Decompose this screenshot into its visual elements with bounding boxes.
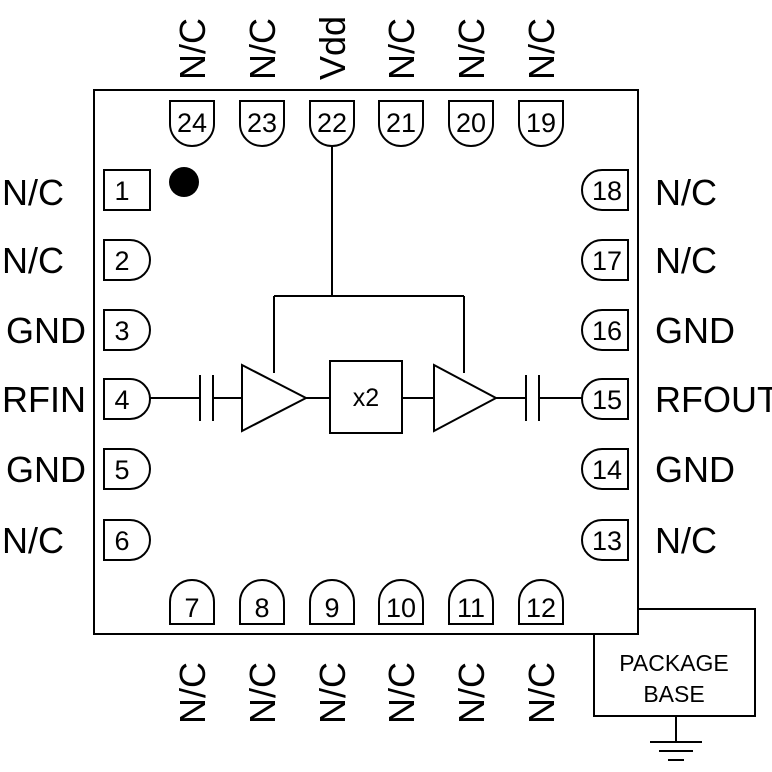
output-capacitor: [525, 375, 540, 421]
pad-5: [103, 448, 151, 490]
pin-label-5: GND: [6, 449, 86, 490]
pin-label-22: Vdd: [312, 16, 353, 80]
pad-8: [239, 579, 285, 625]
pad-18: [581, 169, 629, 211]
input-capacitor: [199, 375, 214, 421]
pin-label-8: N/C: [242, 662, 283, 724]
pin-number-24: 24: [177, 108, 207, 138]
package-base-label-line1: PACKAGE: [619, 650, 729, 676]
pin-number-8: 8: [254, 593, 269, 623]
pad-10: [378, 579, 424, 625]
output-amplifier-triangle: [433, 363, 499, 433]
pin-label-10: N/C: [381, 662, 422, 724]
pin-number-4: 4: [114, 385, 129, 415]
pin-label-17: N/C: [655, 240, 717, 281]
pad-2: [103, 239, 151, 281]
pin-number-18: 18: [592, 176, 622, 206]
pin1-marker-dot: [169, 167, 199, 197]
pin-label-18: N/C: [655, 172, 717, 213]
vdd-bias-line: [273, 146, 465, 373]
pad-20: [448, 100, 494, 147]
pin-number-5: 5: [114, 455, 129, 485]
pin-label-16: GND: [655, 310, 735, 351]
pin-label-15: RFOUT: [655, 379, 772, 420]
pin-label-19: N/C: [521, 18, 562, 80]
pin-number-2: 2: [114, 246, 129, 276]
pad-15: [581, 378, 629, 420]
package-base-box: [593, 608, 756, 717]
pin-label-23: N/C: [242, 18, 283, 80]
pin-number-16: 16: [592, 316, 622, 346]
pin-label-3: GND: [6, 310, 86, 351]
pad-12: [518, 579, 564, 625]
pin-label-20: N/C: [451, 18, 492, 80]
pad-7: [169, 579, 215, 625]
pin-label-11: N/C: [451, 662, 492, 724]
pad-3: [103, 309, 151, 351]
input-amplifier-triangle: [241, 363, 309, 433]
pin-label-13: N/C: [655, 520, 717, 561]
pad-17: [581, 239, 629, 281]
pin-label-9: N/C: [312, 662, 353, 724]
pin-label-12: N/C: [521, 662, 562, 724]
pin-number-9: 9: [324, 593, 339, 623]
pin-label-6: N/C: [2, 520, 64, 561]
pin-number-11: 11: [457, 593, 485, 623]
pad-4: [103, 378, 151, 420]
pin-number-12: 12: [526, 593, 556, 623]
ground-symbol-icon: [650, 741, 702, 761]
pin-number-22: 22: [317, 108, 347, 138]
pad-6: [103, 519, 151, 561]
pad-16: [581, 309, 629, 351]
pin-label-2: N/C: [2, 240, 64, 281]
pin-label-14: GND: [655, 449, 735, 490]
pad-1: [103, 169, 151, 211]
pad-9: [309, 579, 355, 625]
pin-label-24: N/C: [172, 18, 213, 80]
pin-number-14: 14: [592, 455, 622, 485]
pad-14: [581, 448, 629, 490]
pin-label-4: RFIN: [2, 379, 86, 420]
pin-number-13: 13: [592, 526, 622, 556]
pin-number-17: 17: [592, 246, 622, 276]
pad-11: [448, 579, 494, 625]
multiplier-label: x2: [353, 384, 379, 412]
pin-number-7: 7: [184, 593, 199, 623]
pin-label-1: N/C: [2, 172, 64, 213]
pin-number-21: 21: [386, 108, 416, 138]
pad-23: [239, 100, 285, 147]
pad-22: [309, 100, 355, 147]
pad-21: [378, 100, 424, 147]
pad-24: [169, 100, 215, 147]
pin-number-19: 19: [526, 108, 556, 138]
pin-number-15: 15: [592, 385, 622, 415]
package-outline: [93, 89, 639, 635]
pin-label-21: N/C: [381, 18, 422, 80]
pin-number-10: 10: [386, 593, 416, 623]
pin-number-23: 23: [247, 108, 277, 138]
pad-13: [581, 519, 629, 561]
pin-number-3: 3: [114, 316, 129, 346]
pin-number-1: 1: [114, 176, 129, 206]
pad-19: [518, 100, 564, 147]
package-base-label-line2: BASE: [643, 681, 704, 707]
pin-number-6: 6: [114, 526, 129, 556]
pin-label-7: N/C: [172, 662, 213, 724]
pin-number-20: 20: [456, 108, 486, 138]
